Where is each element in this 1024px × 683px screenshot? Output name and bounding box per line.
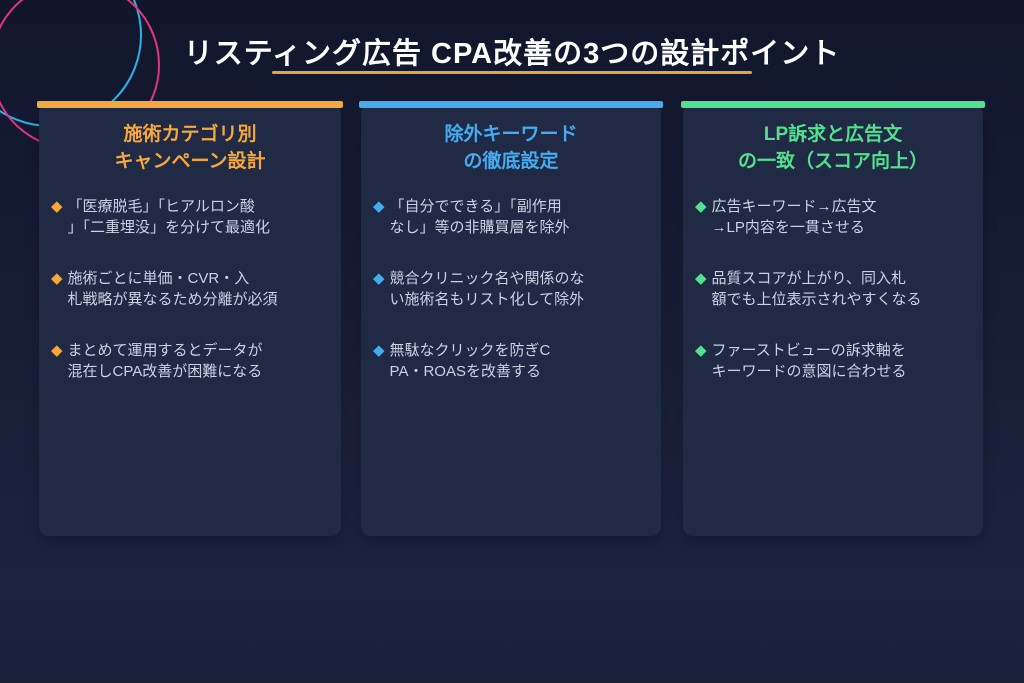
card-heading: LP訴求と広告文 の一致（スコア向上） [737, 124, 928, 172]
bullet-item: ◆ 「医療脱毛」「ヒアルロン酸 」「二重埋没」を分けて最適化 [51, 196, 333, 238]
card-body: 除外キーワード の徹底設定 ◆ 「自分でできる」「副作用 なし」等の非購買層を除… [361, 108, 661, 536]
card-treatment-category-campaign: 施術カテゴリ別 キャンペーン設計 ◆ 「医療脱毛」「ヒアルロン酸 」「二重埋没」… [37, 101, 343, 536]
diamond-icon: ◆ [695, 342, 707, 359]
bullet-item: ◆ 「自分でできる」「副作用 なし」等の非購買層を除外 [373, 196, 653, 238]
bullet-text: 「自分でできる」「副作用 なし」等の非購買層を除外 [389, 198, 570, 236]
bullet-list: ◆ 広告キーワード→広告文 →LP内容を一貫させる ◆ 品質スコアが上がり、同入… [683, 196, 983, 382]
diamond-icon: ◆ [373, 198, 385, 215]
card-accent-bar [681, 101, 985, 108]
card-negative-keywords: 除外キーワード の徹底設定 ◆ 「自分でできる」「副作用 なし」等の非購買層を除… [359, 101, 663, 536]
bullet-item: ◆ 競合クリニック名や関係のな い施術名もリスト化して除外 [373, 268, 653, 310]
bullet-text: 品質スコアが上がり、同入札 額でも上位表示されやすくなる [711, 270, 922, 308]
bullet-text: 施術ごとに単価・CVR・入 札戦略が異なるため分離が必須 [67, 270, 278, 308]
card-heading: 施術カテゴリ別 キャンペーン設計 [114, 124, 266, 172]
title-underline [272, 71, 752, 74]
card-body: LP訴求と広告文 の一致（スコア向上） ◆ 広告キーワード→広告文 →LP内容を… [683, 108, 983, 536]
card-accent-bar [37, 101, 343, 108]
diamond-icon: ◆ [51, 198, 63, 215]
bullet-item: ◆ 無駄なクリックを防ぎC PA・ROASを改善する [373, 340, 653, 382]
diamond-icon: ◆ [373, 342, 385, 359]
bullet-text: 広告キーワード→広告文 →LP内容を一貫させる [711, 198, 877, 236]
bullet-item: ◆ まとめて運用するとデータが 混在しCPA改善が困難になる [51, 340, 333, 382]
bullet-item: ◆ ファーストビューの訴求軸を キーワードの意図に合わせる [695, 340, 975, 382]
bullet-list: ◆ 「自分でできる」「副作用 なし」等の非購買層を除外 ◆ 競合クリニック名や関… [361, 196, 661, 382]
cards-row: 施術カテゴリ別 キャンペーン設計 ◆ 「医療脱毛」「ヒアルロン酸 」「二重埋没」… [0, 101, 1024, 536]
bullet-item: ◆ 施術ごとに単価・CVR・入 札戦略が異なるため分離が必須 [51, 268, 333, 310]
diamond-icon: ◆ [51, 342, 63, 359]
bullet-item: ◆ 品質スコアが上がり、同入札 額でも上位表示されやすくなる [695, 268, 975, 310]
card-accent-bar [359, 101, 663, 108]
slide-title: リスティング広告 CPA改善の3つの設計ポイント [183, 38, 841, 70]
bullet-text: 「医療脱毛」「ヒアルロン酸 」「二重埋没」を分けて最適化 [67, 198, 271, 236]
bullet-list: ◆ 「医療脱毛」「ヒアルロン酸 」「二重埋没」を分けて最適化 ◆ 施術ごとに単価… [39, 196, 341, 382]
card-lp-ad-alignment: LP訴求と広告文 の一致（スコア向上） ◆ 広告キーワード→広告文 →LP内容を… [681, 101, 985, 536]
diamond-icon: ◆ [373, 270, 385, 287]
bullet-text: 無駄なクリックを防ぎC PA・ROASを改善する [389, 342, 551, 380]
diamond-icon: ◆ [51, 270, 63, 287]
card-body: 施術カテゴリ別 キャンペーン設計 ◆ 「医療脱毛」「ヒアルロン酸 」「二重埋没」… [39, 108, 341, 536]
card-heading: 除外キーワード の徹底設定 [444, 124, 578, 172]
bullet-item: ◆ 広告キーワード→広告文 →LP内容を一貫させる [695, 196, 975, 238]
diamond-icon: ◆ [695, 270, 707, 287]
diamond-icon: ◆ [695, 198, 707, 215]
bullet-text: まとめて運用するとデータが 混在しCPA改善が困難になる [67, 342, 263, 380]
bullet-text: ファーストビューの訴求軸を キーワードの意図に合わせる [711, 342, 907, 380]
bullet-text: 競合クリニック名や関係のな い施術名もリスト化して除外 [389, 270, 585, 308]
